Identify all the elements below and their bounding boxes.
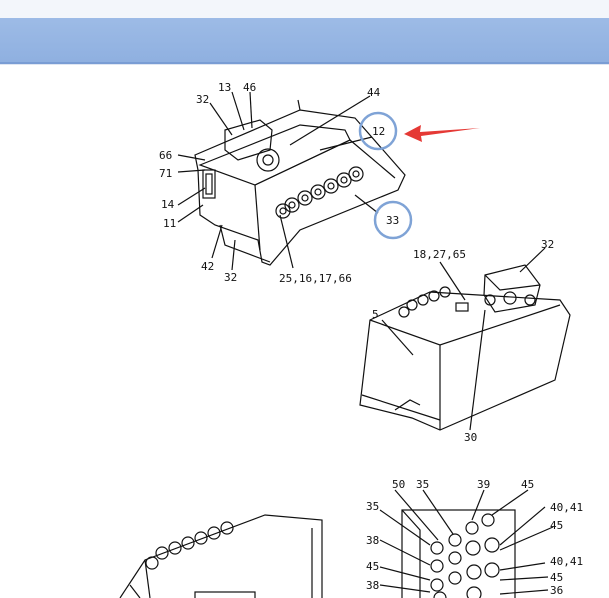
label-25-16-17-66: 25,16,17,66 bbox=[279, 272, 352, 285]
label-45-top: 45 bbox=[521, 478, 534, 491]
label-32-top: 32 bbox=[196, 93, 209, 106]
header-banner bbox=[0, 18, 609, 64]
label-66: 66 bbox=[159, 149, 172, 162]
label-39: 39 bbox=[477, 478, 490, 491]
label-36: 36 bbox=[550, 584, 563, 597]
label-42: 42 bbox=[201, 260, 214, 273]
figure-2-housing bbox=[359, 247, 571, 431]
label-13: 13 bbox=[218, 81, 231, 94]
label-11: 11 bbox=[163, 217, 176, 230]
label-71: 71 bbox=[159, 167, 172, 180]
label-46: 46 bbox=[243, 81, 256, 94]
cable-glands-row-3 bbox=[145, 521, 234, 570]
label-33: 33 bbox=[386, 214, 399, 227]
label-35-left: 35 bbox=[366, 500, 379, 513]
label-12: 12 bbox=[372, 125, 385, 138]
header-divider bbox=[0, 64, 609, 65]
red-arrow-icon bbox=[404, 125, 480, 142]
label-5: 5 bbox=[372, 308, 379, 321]
figure-1-assembly bbox=[177, 91, 406, 271]
label-45-left: 45 bbox=[366, 560, 379, 573]
label-30: 30 bbox=[464, 431, 477, 444]
highlight-circle-33 bbox=[373, 200, 413, 240]
figure-3-housing bbox=[119, 514, 323, 598]
highlight-circle-12 bbox=[358, 111, 398, 151]
label-32-bottom: 32 bbox=[224, 271, 237, 284]
label-40-41-upper: 40,41 bbox=[550, 501, 583, 514]
top-strip bbox=[0, 0, 609, 18]
label-44: 44 bbox=[367, 86, 381, 99]
label-32-right: 32 bbox=[541, 238, 554, 251]
glands-grid bbox=[430, 513, 500, 598]
label-38-lower: 38 bbox=[366, 579, 379, 592]
figure-4-gland-panel bbox=[379, 489, 554, 598]
label-45-lower: 45 bbox=[550, 571, 563, 584]
label-18-27-65: 18,27,65 bbox=[413, 248, 466, 261]
label-50: 50 bbox=[392, 478, 405, 491]
cable-glands-row-1 bbox=[275, 166, 364, 219]
label-14: 14 bbox=[161, 198, 175, 211]
label-35-top: 35 bbox=[416, 478, 429, 491]
label-45-upper: 45 bbox=[550, 519, 563, 532]
label-40-41-lower: 40,41 bbox=[550, 555, 583, 568]
label-38-upper: 38 bbox=[366, 534, 379, 547]
